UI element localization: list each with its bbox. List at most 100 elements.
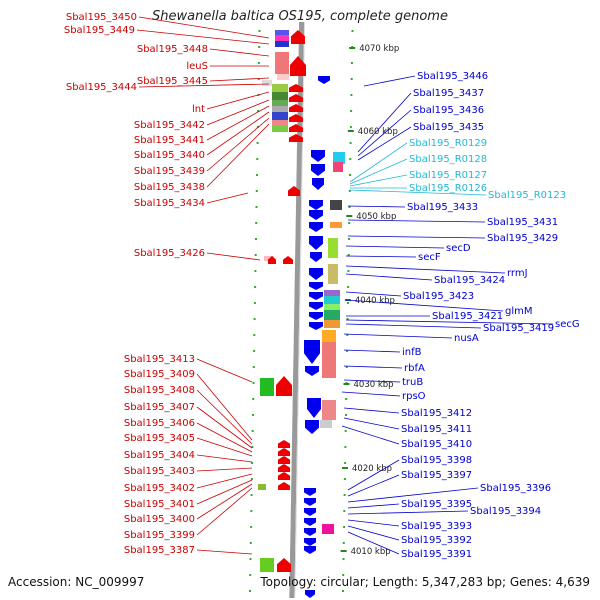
scale-dot	[343, 510, 346, 512]
gene-feature-block	[272, 112, 288, 120]
right-gene-label: Sbal195_3424	[434, 275, 505, 286]
scale-dot	[349, 142, 352, 144]
kbp-tick	[347, 130, 354, 132]
reverse-gene-arrow	[305, 366, 319, 376]
right-gene-label: Sbal195_R0127	[409, 170, 487, 181]
forward-gene-arrow	[290, 56, 306, 76]
left-gene-label: Sbal195_3434	[134, 198, 205, 209]
scale-dot	[255, 222, 258, 224]
left-gene-label: Sbal195_3450	[66, 12, 137, 23]
right-gene-label: nusA	[454, 333, 479, 344]
right-gene-label: Sbal195_3431	[487, 217, 558, 228]
right-gene-label: Sbal195_3412	[401, 408, 472, 419]
left-gene-label: Sbal195_3408	[124, 385, 195, 396]
kbp-tick	[342, 467, 348, 469]
right-leader-line	[343, 365, 403, 369]
scale-dot	[346, 334, 349, 336]
forward-gene-arrow	[278, 482, 290, 490]
left-leader-line	[206, 192, 249, 204]
forward-gene-arrow	[283, 256, 293, 264]
scale-dot	[253, 350, 256, 352]
left-gene-label: Sbal195_3444	[66, 82, 137, 93]
forward-gene-arrow	[289, 84, 303, 92]
scale-dot	[350, 94, 353, 96]
forward-gene-arrow	[268, 256, 276, 264]
scale-dot	[348, 222, 351, 224]
scale-dot	[252, 366, 255, 368]
scale-dot	[254, 254, 257, 256]
right-leader-line	[349, 189, 487, 196]
left-gene-label: Sbal195_3400	[124, 514, 195, 525]
scale-dot	[250, 478, 253, 480]
left-leader-line	[206, 91, 270, 110]
scale-dot	[347, 254, 350, 256]
forward-gene-arrow	[277, 558, 291, 572]
left-leader-line	[196, 479, 253, 505]
gene-feature-block	[272, 84, 288, 92]
accession-text: Accession: NC_009997	[8, 575, 145, 589]
reverse-gene-arrow	[309, 200, 323, 210]
gene-feature-block	[275, 41, 289, 47]
right-leader-line	[349, 174, 408, 187]
right-leader-line	[347, 503, 400, 509]
scale-dot	[350, 110, 353, 112]
scale-dot	[249, 558, 252, 560]
left-leader-line	[196, 483, 253, 520]
scale-dot	[349, 126, 352, 128]
reverse-gene-arrow	[312, 178, 324, 190]
scale-dot	[342, 590, 344, 592]
gene-feature-block	[258, 484, 266, 490]
forward-gene-arrow	[276, 376, 292, 396]
left-gene-label: Sbal195_3387	[124, 545, 195, 556]
right-gene-label: Sbal195_3437	[413, 88, 484, 99]
gene-feature-block	[330, 222, 342, 228]
right-gene-label: Sbal195_R0126	[409, 183, 487, 194]
reverse-gene-arrow	[311, 164, 325, 176]
gene-feature-block	[272, 120, 288, 126]
left-leader-line	[206, 252, 261, 261]
scale-dot	[256, 142, 259, 144]
left-gene-label: Sbal195_3407	[124, 402, 195, 413]
kbp-tick	[346, 215, 353, 217]
scale-dot	[250, 526, 253, 528]
scale-dot	[348, 238, 350, 240]
scale-dot	[252, 414, 254, 416]
scale-dot	[351, 30, 354, 32]
scale-dot	[256, 174, 258, 176]
left-gene-label: Sbal195_3406	[124, 418, 195, 429]
gene-feature-block	[324, 296, 340, 304]
gene-feature-block	[260, 558, 274, 572]
scale-dot	[249, 542, 252, 544]
right-leader-line	[347, 205, 406, 208]
left-leader-line	[196, 454, 253, 463]
left-leader-line	[196, 422, 253, 453]
left-gene-label: Sbal195_3438	[134, 182, 205, 193]
left-gene-label: Sbal195_3445	[137, 76, 208, 87]
left-gene-label: Sbal195_3401	[124, 499, 195, 510]
gene-feature-block	[324, 310, 340, 320]
left-leader-line	[196, 406, 253, 449]
reverse-gene-arrow	[311, 150, 325, 162]
right-leader-line	[347, 519, 400, 527]
scale-dot	[349, 174, 351, 176]
left-leader-line	[196, 358, 253, 383]
gene-feature-block	[275, 30, 289, 35]
forward-gene-arrow	[289, 104, 303, 112]
forward-gene-arrow	[278, 448, 290, 456]
scale-dot	[344, 430, 347, 432]
topology-text: Topology: circular; Length: 5,347,283 bp…	[260, 575, 590, 589]
left-gene-label: Sbal195_3405	[124, 433, 195, 444]
left-gene-label: lnt	[192, 104, 205, 115]
kbp-tick-label: 4050 kbp	[356, 212, 396, 222]
scale-dot	[343, 478, 346, 480]
scale-dot	[255, 206, 258, 208]
right-leader-line	[341, 391, 401, 397]
reverse-gene-arrow	[309, 322, 323, 330]
forward-gene-arrow	[289, 114, 303, 122]
right-leader-line	[343, 417, 400, 430]
scale-dot	[347, 270, 350, 272]
scale-dot	[251, 462, 254, 464]
left-gene-label: leuS	[186, 61, 208, 72]
reverse-gene-arrow	[304, 518, 316, 526]
